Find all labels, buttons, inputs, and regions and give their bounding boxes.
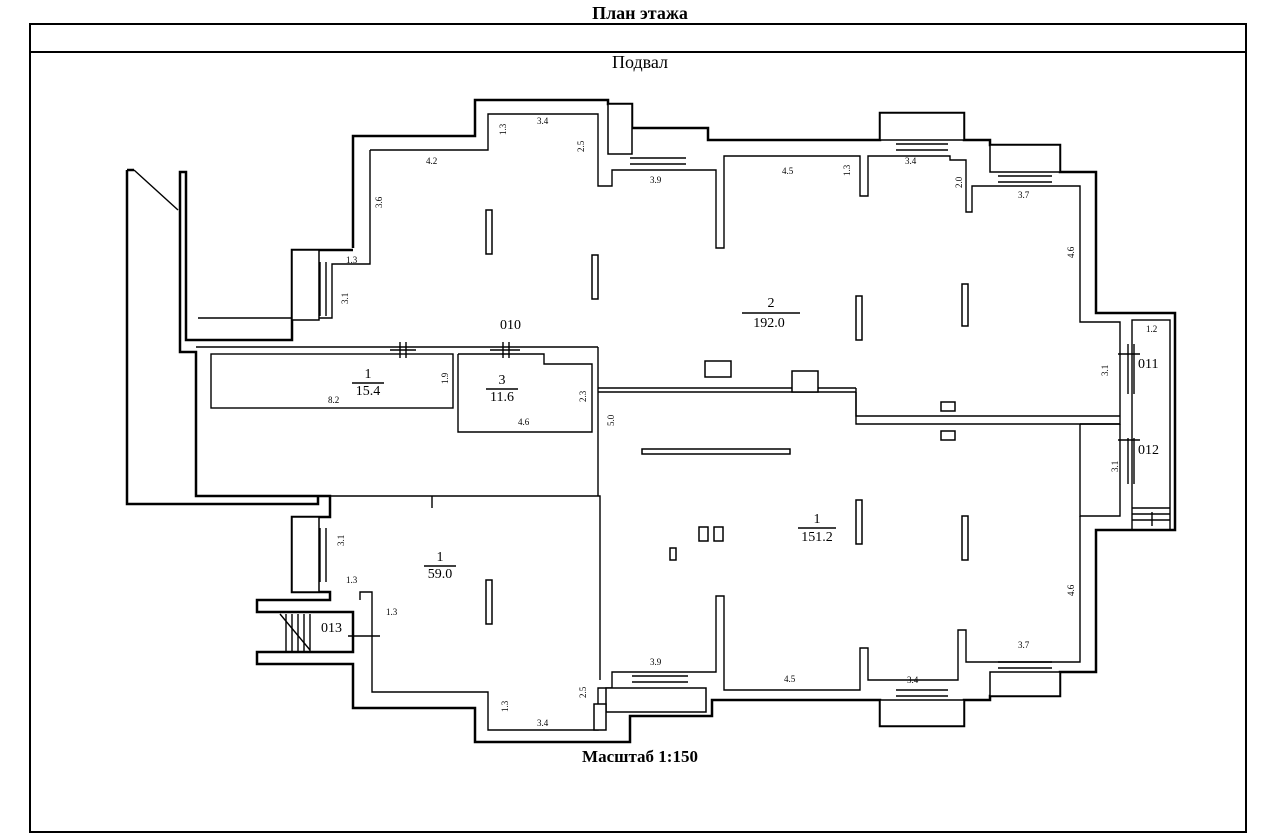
scale-label: Масштаб 1:150 [582,747,698,766]
window-niche [879,112,965,141]
title-bar [31,25,1245,53]
dimension-label: 4.5 [784,674,796,684]
window-niche [607,103,633,155]
room-label-1-small: 1 15.4 [352,367,384,399]
window-niche [879,699,965,727]
dimension-labels: 3.4 1.3 2.5 4.2 3.6 1.3 3.1 3.9 4.5 1.3 … [328,116,1157,728]
dimension-label: 5.0 [606,414,616,426]
window-sills [319,143,1135,697]
room-number: 3 [499,373,506,388]
window-niche [605,687,707,713]
stair-steps [1132,507,1170,526]
room-number: 2 [768,296,775,311]
dimension-label: 3.1 [340,293,350,304]
room-number: 1 [437,550,444,565]
room-area: 151.2 [801,530,833,545]
inner-wall-top [370,113,1121,425]
pillars [485,209,969,731]
dimension-label: 2.5 [578,686,588,698]
dimension-label: 1.3 [346,575,358,585]
dimension-label: 3.1 [336,535,346,546]
dimension-label: 3.4 [907,675,919,685]
left-room-walls [330,495,601,680]
code-013: 013 [321,621,342,636]
room-number: 1 [365,367,372,382]
room-label-3: 3 11.6 [486,373,518,405]
inner-wall-lower [359,516,1081,731]
dimension-label: 1.3 [346,255,358,265]
dimension-label: 3.9 [650,657,662,667]
dimension-label: 3.4 [905,156,917,166]
left-stair [279,613,380,652]
left-annex [125,170,320,506]
room-number: 1 [814,512,821,527]
dimension-label: 3.1 [1100,365,1110,376]
dimension-label: 2.3 [578,390,588,402]
dimension-label: 3.4 [537,718,549,728]
code-012: 012 [1138,443,1159,458]
room-area: 59.0 [428,567,453,582]
dimension-label: 8.2 [328,395,339,405]
room-3-walls [457,353,593,433]
dimension-label: 1.3 [842,164,852,176]
window-niche [291,516,320,593]
dimension-label: 1.3 [500,700,510,712]
door-marks [390,342,1140,441]
room-label-1-left: 1 59.0 [424,550,456,582]
dimension-label: 4.6 [1066,584,1076,596]
dimension-label: 4.2 [426,156,437,166]
inner-wall-bottom [1079,424,1121,517]
dimension-label: 3.7 [1018,640,1030,650]
window-niche [989,671,1061,697]
dimension-label: 1.9 [440,372,450,384]
floor-name: Подвал [611,52,669,72]
dimension-label: 2.5 [576,140,586,152]
code-011: 011 [1138,357,1158,372]
dimension-label: 4.6 [518,417,530,427]
dimension-label: 4.5 [782,166,794,176]
stair-shaft [1131,319,1171,531]
inner-wall [198,150,371,319]
window-niche [291,249,320,321]
dimension-label: 3.4 [537,116,549,126]
dimension-label: 2.0 [954,176,964,188]
room-area: 192.0 [753,316,785,331]
dimension-label: 4.6 [1066,246,1076,258]
dimension-label: 1.3 [386,607,398,617]
dimension-label: 3.7 [1018,190,1030,200]
room-area: 11.6 [490,390,514,405]
code-010: 010 [500,318,521,333]
room-area: 15.4 [356,384,381,399]
window-niche [989,144,1061,173]
page-title: План этажа [592,3,688,23]
dimension-label: 1.3 [498,123,508,135]
dimension-label: 3.9 [650,175,662,185]
dimension-label: 3.6 [374,196,384,208]
room-label-2: 2 192.0 [742,296,800,331]
room-label-1-main: 1 151.2 [798,512,836,545]
dimension-label: 3.1 [1110,461,1120,472]
dimension-label: 1.2 [1146,324,1157,334]
room-1-small-walls [210,353,454,409]
